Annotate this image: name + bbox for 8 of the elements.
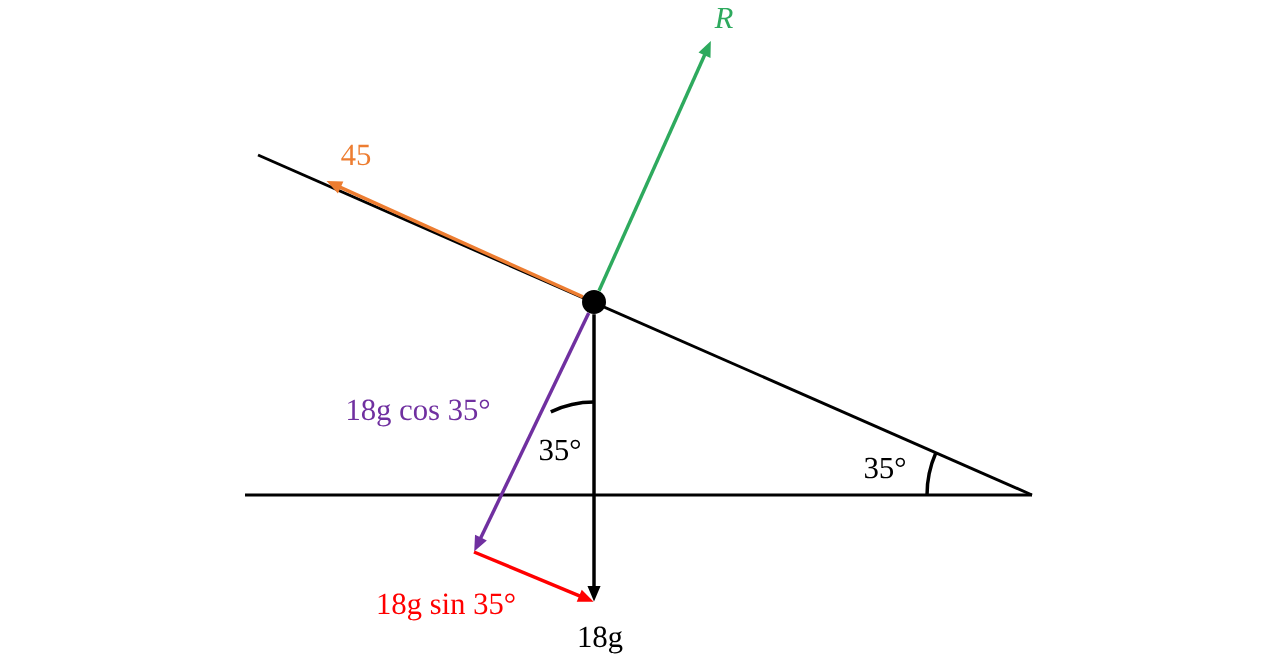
force-label: 18g cos 35° [348, 399, 490, 427]
force-label: 18g sin 35° [378, 593, 515, 621]
particle [582, 290, 606, 314]
force-label: R [714, 7, 733, 29]
force-label: 18g [579, 626, 623, 654]
angle-label: 35° [540, 439, 580, 461]
force-label: 45 [341, 144, 371, 166]
angle-label: 35° [865, 457, 905, 479]
